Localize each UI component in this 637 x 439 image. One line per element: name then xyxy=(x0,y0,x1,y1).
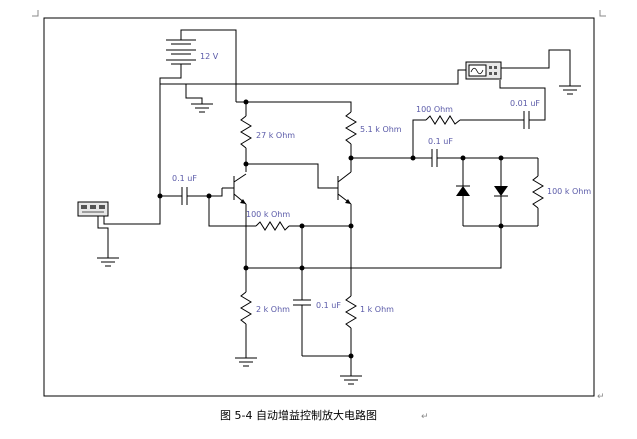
npn-transistor-icon xyxy=(337,171,352,205)
c-emitter-label: 0.1 uF xyxy=(316,301,341,310)
resistor-icon xyxy=(345,111,357,145)
r-collector2-label: 5.1 k Ohm xyxy=(360,125,402,134)
npn-transistor-icon xyxy=(233,173,247,205)
figure-caption: 图 5-4 自动增益控制放大电路图 xyxy=(220,408,377,422)
ground-icon xyxy=(235,357,257,367)
diode-icon xyxy=(494,186,508,197)
capacitor-icon xyxy=(523,111,530,129)
oscilloscope-icon[interactable] xyxy=(465,61,502,80)
function-generator-icon[interactable] xyxy=(77,201,109,217)
c-out-label: 0.1 uF xyxy=(428,137,453,146)
resistor-icon xyxy=(240,115,252,149)
paragraph-marks: ↵ xyxy=(32,10,606,402)
r-feedback-top-label: 100 Ohm xyxy=(416,105,453,114)
resistor-icon xyxy=(240,291,252,325)
caption-return-mark: ↵ xyxy=(421,412,429,422)
resistor-icon xyxy=(255,221,290,231)
figure-frame xyxy=(43,17,595,397)
r-load-label: 100 k Ohm xyxy=(547,187,591,196)
c-feedback-label: 0.01 uF xyxy=(510,99,540,108)
paragraph-return-mark: ↵ xyxy=(597,392,605,402)
battery-label: 12 V xyxy=(200,52,219,61)
r-emitter1-label: 2 k Ohm xyxy=(256,305,290,314)
capacitor-icon xyxy=(181,187,188,205)
resistor-icon xyxy=(425,115,461,125)
r-feedback-mid-label: 100 k Ohm xyxy=(246,210,290,219)
ground-icon xyxy=(97,257,119,267)
r-collector1-label: 27 k Ohm xyxy=(256,131,295,140)
capacitor-icon xyxy=(293,299,311,306)
r-emitter2-label: 1 k Ohm xyxy=(360,305,394,314)
c-in-label: 0.1 uF xyxy=(172,174,197,183)
battery-icon xyxy=(166,39,196,65)
diode-icon xyxy=(456,185,470,196)
ground-icon xyxy=(340,375,362,385)
resistor-icon xyxy=(532,175,544,209)
ground-icon xyxy=(191,103,213,113)
capacitor-icon xyxy=(431,149,438,167)
ground-icon xyxy=(559,85,581,95)
resistor-icon xyxy=(345,295,357,329)
